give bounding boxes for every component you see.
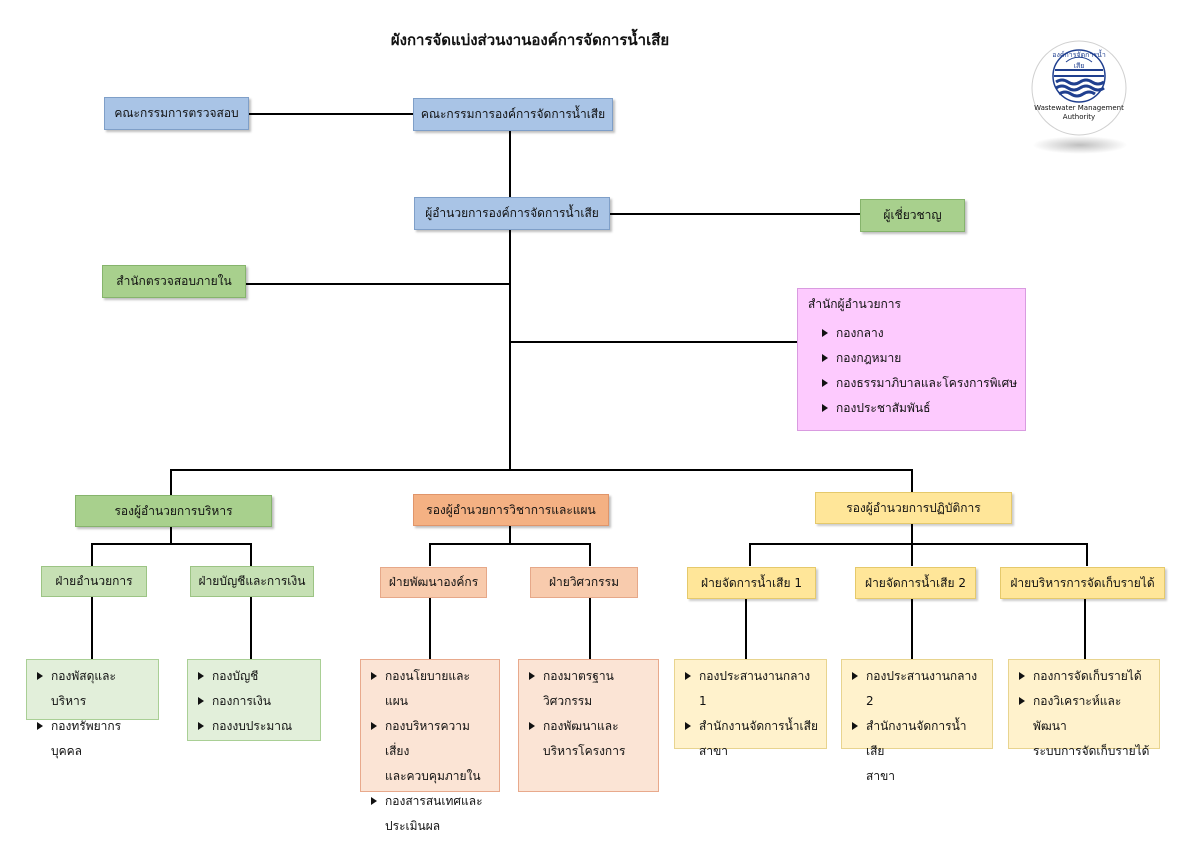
node-expert[interactable]: ผู้เชี่ยวชาญ (860, 199, 965, 232)
connector-div-engineering (589, 543, 591, 566)
list-item-text: สาขา (699, 744, 729, 758)
node-div-admin[interactable]: ฝ่ายอำนวยการ (41, 566, 147, 597)
node-internal-audit[interactable]: สำนักตรวจสอบภายใน (102, 265, 246, 298)
node-deputy-admin[interactable]: รองผู้อำนวยการบริหาร (75, 495, 272, 527)
connector-admin-branch (91, 543, 252, 545)
list-item-text: สาขา (866, 769, 896, 783)
list-item-text: กองบริหารความเสี่ยง (385, 719, 470, 758)
connector-div-ww2 (911, 543, 913, 566)
list-item-text: วิศวกรรม (543, 694, 593, 708)
list-item: กองสารสนเทศและประเมินผล (369, 789, 491, 839)
list-ww1: กองประสานงานกลาง 1 สำนักงานจัดการน้ำเสีย… (674, 659, 827, 758)
connector-tech-branch (429, 543, 591, 545)
node-div-ww1[interactable]: ฝ่ายจัดการน้ำเสีย 1 (687, 567, 816, 599)
connector-deputies (170, 469, 913, 471)
node-div-engineering[interactable]: ฝ่ายวิศวกรรม (530, 567, 638, 598)
list-item-text: กองนโยบายและแผน (385, 669, 470, 708)
list-item: กองธรรมาภิบาลและโครงการพิเศษ (820, 371, 1025, 396)
list-item: กองการจัดเก็บรายได้ (1017, 664, 1151, 689)
node-div-revenue[interactable]: ฝ่ายบริหารการจัดเก็บรายได้ (1000, 567, 1165, 599)
list-item-text: กองมาตรฐาน (543, 669, 614, 683)
list-item: กองบัญชี (196, 664, 312, 689)
connector-orgdev-list (429, 598, 431, 660)
connector-audit-board (249, 113, 414, 115)
node-div-orgdev[interactable]: ฝ่ายพัฒนาองค์กร (380, 567, 487, 598)
connector-div-revenue (1086, 543, 1088, 566)
list-item-text: ระบบการจัดเก็บรายได้ (1033, 744, 1150, 758)
list-item: กองการเงิน (196, 689, 312, 714)
list-item-text: สำนักงานจัดการน้ำเสีย (866, 719, 967, 758)
connector-div-accounting (250, 543, 252, 566)
list-item: กองมาตรฐานวิศวกรรม (527, 664, 650, 714)
logo-emblem-icon (1031, 40, 1127, 136)
list-orgdev: กองนโยบายและแผน กองบริหารความเสี่ยงและคว… (360, 659, 500, 833)
list-engineering: กองมาตรฐานวิศวกรรม กองพัฒนาและบริหารโครง… (518, 659, 659, 792)
wma-logo: องค์การจัดการน้ำเสีย Wastewater Manageme… (1026, 40, 1132, 160)
connector-director-office (510, 341, 798, 343)
list-item: กองนโยบายและแผน (369, 664, 491, 714)
connector-trunk (509, 131, 511, 471)
connector-ops-down (911, 524, 913, 544)
list-item: กองทรัพยากรบุคคล (35, 714, 150, 764)
director-office-title: สำนักผู้อำนวยการ (808, 297, 901, 311)
node-board[interactable]: คณะกรรมการองค์การจัดการน้ำเสีย (413, 98, 613, 131)
list-item: สำนักงานจัดการน้ำเสียสาขา (683, 714, 818, 764)
director-office-list: กองกลาง กองกฎหมาย กองธรรมาภิบาลและโครงกา… (820, 321, 1025, 421)
connector-accounting-list (250, 597, 252, 660)
node-deputy-ops[interactable]: รองผู้อำนวยการปฏิบัติการ (815, 492, 1012, 524)
list-item-text: และควบคุมภายใน (385, 769, 481, 783)
list-item: กองบริหารความเสี่ยงและควบคุมภายใน (369, 714, 491, 789)
connector-ops-branch (749, 543, 1088, 545)
list-item: กองประสานงานกลาง 2 (850, 664, 984, 714)
connector-admin-list (91, 597, 93, 660)
list-item: กองพัสดุและบริหาร (35, 664, 150, 714)
connector-expert (610, 213, 861, 215)
list-item: กองพัฒนาและบริหารโครงการ (527, 714, 650, 764)
list-item: กองประสานงานกลาง 1 (683, 664, 818, 714)
list-item: กองกลาง (820, 321, 1025, 346)
node-director[interactable]: ผู้อำนวยการองค์การจัดการน้ำเสีย (414, 197, 610, 230)
list-item: กองวิเคราะห์และพัฒนาระบบการจัดเก็บรายได้ (1017, 689, 1151, 764)
node-director-office[interactable]: สำนักผู้อำนวยการ กองกลาง กองกฎหมาย กองธร… (797, 288, 1026, 431)
connector-ww1-list (745, 599, 747, 660)
connector-div-orgdev (429, 543, 431, 566)
list-item-text: บริหารโครงการ (543, 744, 626, 758)
list-item-text: ประเมินผล (385, 819, 441, 833)
list-item: กองงบประมาณ (196, 714, 312, 739)
logo-shadow (1032, 136, 1128, 154)
list-admin: กองพัสดุและบริหาร กองทรัพยากรบุคคล (26, 659, 159, 758)
logo-caption-line1: Wastewater Management (1034, 104, 1124, 112)
list-item-text: กองประสานงานกลาง 1 (699, 669, 811, 708)
connector-engineering-list (589, 598, 591, 660)
node-deputy-tech[interactable]: รองผู้อำนวยการวิชาการและแผน (413, 494, 609, 526)
connector-div-ww1 (749, 543, 751, 566)
list-item: กองประชาสัมพันธ์ (820, 396, 1025, 421)
connector-div-admin (91, 543, 93, 566)
logo-top-text: องค์การจัดการน้ำเสีย (1052, 51, 1106, 70)
list-item-text: กองประสานงานกลาง 2 (866, 669, 978, 708)
list-item-text: กองวิเคราะห์และพัฒนา (1033, 694, 1122, 733)
connector-ww2-list (911, 599, 913, 660)
connector-admin-down (170, 526, 172, 544)
page-title: ผังการจัดแบ่งส่วนงานองค์การจัดการน้ำเสีย (390, 31, 670, 49)
list-item: กองกฎหมาย (820, 346, 1025, 371)
connector-deputy-admin (170, 469, 172, 495)
connector-revenue-list (1084, 599, 1086, 660)
list-revenue: กองการจัดเก็บรายได้ กองวิเคราะห์และพัฒนา… (1008, 659, 1160, 758)
list-item-text: กองพัฒนาและ (543, 719, 619, 733)
list-item: สำนักงานจัดการน้ำเสียสาขา (850, 714, 984, 789)
logo-caption-line2: Authority (1062, 113, 1096, 121)
connector-deputy-ops (911, 469, 913, 493)
list-item-text: สำนักงานจัดการน้ำเสีย (699, 719, 819, 733)
node-audit-committee[interactable]: คณะกรรมการตรวจสอบ (104, 97, 249, 130)
list-accounting: กองบัญชี กองการเงิน กองงบประมาณ (187, 659, 321, 741)
node-div-accounting[interactable]: ฝ่ายบัญชีและการเงิน (190, 566, 314, 597)
connector-internal-audit (246, 283, 510, 285)
connector-tech-down (509, 526, 511, 544)
list-ww2: กองประสานงานกลาง 2 สำนักงานจัดการน้ำเสีย… (841, 659, 993, 783)
node-div-ww2[interactable]: ฝ่ายจัดการน้ำเสีย 2 (855, 567, 976, 599)
list-item-text: กองการจัดเก็บรายได้ (1033, 669, 1142, 683)
list-item-text: กองสารสนเทศและ (385, 794, 483, 808)
